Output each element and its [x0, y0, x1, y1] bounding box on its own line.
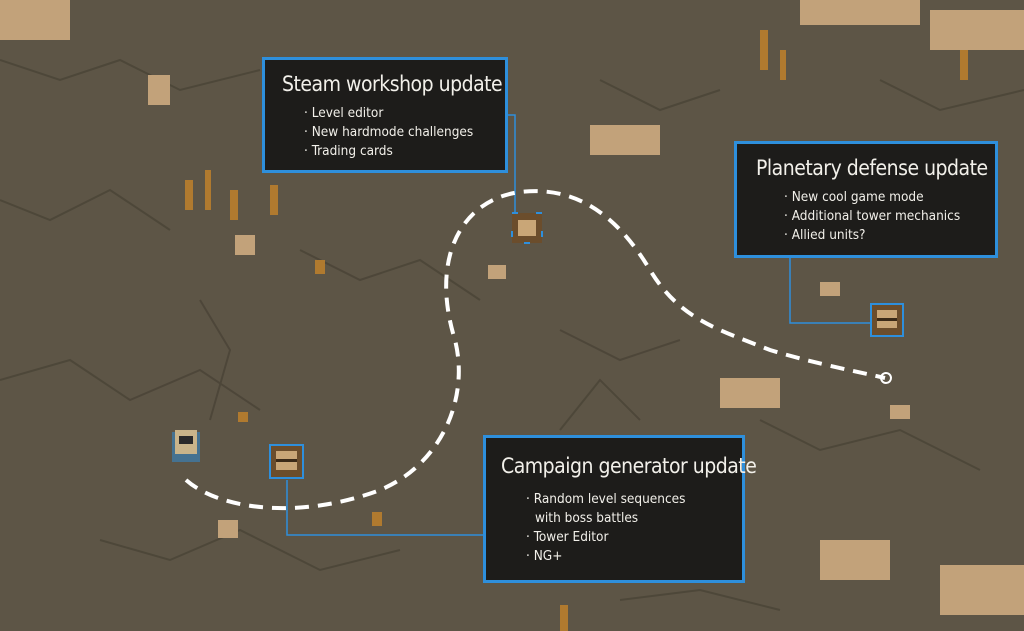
update-card-planetary-defense: Planetary defense update New cool game m…: [734, 141, 998, 258]
update-item: Random level sequences: [526, 490, 742, 509]
update-title: Campaign generator update: [501, 454, 757, 478]
update-item: NG+: [526, 547, 742, 566]
update-item: Additional tower mechanics: [784, 207, 995, 226]
update-card-campaign-generator: Campaign generator update Random level s…: [483, 435, 757, 583]
level-node-steam[interactable]: [511, 212, 543, 244]
rock-patches: [0, 0, 1024, 615]
dry-bushes: [185, 30, 968, 631]
update-item: Trading cards: [304, 142, 505, 161]
progress-path: [184, 189, 886, 511]
player-marker-icon[interactable]: [172, 430, 200, 462]
update-item: Tower Editor: [526, 528, 742, 547]
update-item: with boss battles: [535, 510, 639, 526]
destination-marker[interactable]: [880, 372, 892, 384]
update-item: New hardmode challenges: [304, 123, 505, 142]
update-item: Level editor: [304, 104, 505, 123]
connector-lines: [286, 114, 870, 536]
update-item: New cool game mode: [784, 188, 995, 207]
update-card-steam-workshop: Steam workshop update Level editor New h…: [262, 57, 508, 173]
update-title: Steam workshop update: [282, 72, 503, 96]
terrain-cracks: [0, 58, 1024, 611]
level-node-planetary[interactable]: [870, 303, 904, 337]
update-title: Planetary defense update: [756, 156, 988, 180]
update-item: Allied units?: [784, 226, 995, 245]
level-node-campaign[interactable]: [269, 444, 304, 479]
